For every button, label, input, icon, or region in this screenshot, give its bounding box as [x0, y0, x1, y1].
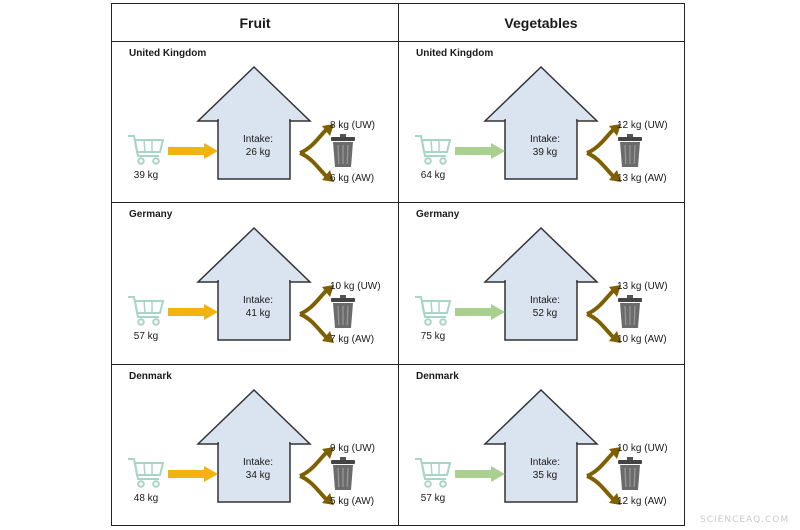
house-icon [196, 65, 312, 180]
intake-text: Intake: 39 kg [507, 133, 583, 159]
split-arrow-icon [586, 285, 621, 343]
country-cell: United Kingdom Intake: 26 kg 39 kg 8 kg … [112, 42, 398, 204]
intake-text: Intake: 52 kg [507, 294, 583, 320]
intake-text: Intake: 26 kg [220, 133, 296, 159]
avoidable-waste-value: 6 kg (AW) [330, 173, 375, 184]
unavoidable-waste-value: 10 kg (UW) [330, 281, 381, 292]
unavoidable-waste-value: 9 kg (UW) [330, 443, 375, 454]
intake-value: 39 kg [532, 147, 558, 158]
split-arrow-icon [586, 447, 621, 505]
purchased-amount: 64 kg [420, 170, 446, 181]
split-arrow-icon [299, 447, 334, 505]
avoidable-waste-value: 7 kg (AW) [330, 334, 375, 345]
country-label: United Kingdom [129, 48, 207, 59]
purchased-amount: 48 kg [133, 493, 159, 504]
shopping-cart-icon [128, 135, 165, 165]
trash-bin-icon [331, 134, 355, 167]
intake-label: Intake: [242, 295, 274, 306]
house-icon [483, 226, 599, 341]
country-cell: Germany Intake: 52 kg 75 kg 13 kg (UW) 1… [399, 203, 685, 365]
intake-text: Intake: 35 kg [507, 456, 583, 482]
column-divider [398, 4, 399, 525]
country-label: Denmark [416, 371, 459, 382]
country-cell: Denmark Intake: 35 kg 57 kg 10 kg (UW) 1… [399, 365, 685, 527]
country-label: Germany [416, 209, 460, 220]
country-cell: Denmark Intake: 34 kg 48 kg 9 kg (UW) 5 … [112, 365, 398, 527]
arrow-right-icon [168, 466, 218, 482]
column-header-fruit: Fruit [239, 14, 271, 31]
trash-bin-icon [618, 134, 642, 167]
arrow-right-icon [455, 143, 505, 159]
intake-label: Intake: [242, 134, 274, 145]
purchased-amount: 75 kg [420, 331, 446, 342]
header-divider [112, 41, 684, 42]
country-label: Denmark [129, 371, 172, 382]
country-cell: United Kingdom Intake: 39 kg 64 kg 12 kg… [399, 42, 685, 204]
intake-value: 41 kg [245, 308, 271, 319]
split-arrow-icon [299, 124, 334, 182]
comparison-table: Fruit Vegetables United Kingdom Intake: … [111, 3, 685, 526]
shopping-cart-icon [128, 296, 165, 326]
split-arrow-icon [586, 124, 621, 182]
column-header-vegetables: Vegetables [504, 14, 578, 31]
country-label: United Kingdom [416, 48, 494, 59]
country-cell: Germany Intake: 41 kg 57 kg 10 kg (UW) 7… [112, 203, 398, 365]
avoidable-waste-value: 5 kg (AW) [330, 496, 375, 507]
trash-bin-icon [618, 457, 642, 490]
intake-value: 35 kg [532, 470, 558, 481]
row-divider [112, 202, 684, 203]
avoidable-waste-value: 10 kg (AW) [617, 334, 667, 345]
arrow-right-icon [455, 466, 505, 482]
trash-bin-icon [331, 457, 355, 490]
unavoidable-waste-value: 13 kg (UW) [617, 281, 668, 292]
purchased-amount: 57 kg [133, 331, 159, 342]
avoidable-waste-value: 13 kg (AW) [617, 173, 667, 184]
shopping-cart-icon [415, 135, 452, 165]
unavoidable-waste-value: 8 kg (UW) [330, 120, 375, 131]
house-icon [483, 388, 599, 503]
arrow-right-icon [168, 143, 218, 159]
unavoidable-waste-value: 12 kg (UW) [617, 120, 668, 131]
intake-label: Intake: [242, 457, 274, 468]
intake-value: 26 kg [245, 147, 271, 158]
arrow-right-icon [455, 304, 505, 320]
shopping-cart-icon [415, 458, 452, 488]
house-icon [196, 226, 312, 341]
intake-text: Intake: 34 kg [220, 456, 296, 482]
intake-value: 34 kg [245, 470, 271, 481]
country-label: Germany [129, 209, 173, 220]
avoidable-waste-value: 12 kg (AW) [617, 496, 667, 507]
trash-bin-icon [618, 295, 642, 328]
purchased-amount: 57 kg [420, 493, 446, 504]
split-arrow-icon [299, 285, 334, 343]
intake-value: 52 kg [532, 308, 558, 319]
purchased-amount: 39 kg [133, 170, 159, 181]
intake-text: Intake: 41 kg [220, 294, 296, 320]
intake-label: Intake: [529, 457, 561, 468]
intake-label: Intake: [529, 134, 561, 145]
house-icon [483, 65, 599, 180]
unavoidable-waste-value: 10 kg (UW) [617, 443, 668, 454]
watermark: SCIENCEAQ.COM [700, 515, 790, 525]
arrow-right-icon [168, 304, 218, 320]
shopping-cart-icon [128, 458, 165, 488]
row-divider [112, 364, 684, 365]
intake-label: Intake: [529, 295, 561, 306]
trash-bin-icon [331, 295, 355, 328]
house-icon [196, 388, 312, 503]
shopping-cart-icon [415, 296, 452, 326]
